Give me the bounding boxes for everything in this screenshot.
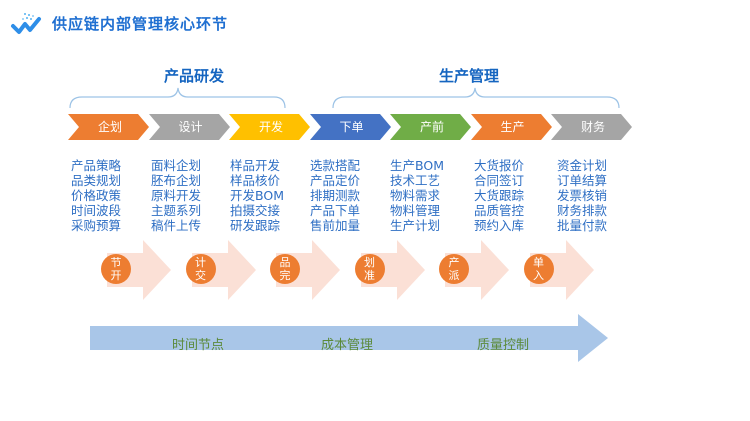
milestone-row: 节开 计交 品完 划准 产派 单入 — [0, 240, 750, 300]
milestone-char: 交 — [195, 269, 206, 282]
stage-label: 产前 — [419, 120, 444, 134]
stage-chevron: 下单 — [309, 114, 402, 140]
stage-label: 生产 — [500, 120, 525, 134]
milestone-circle: 产派 — [439, 254, 469, 284]
stage-label: 开发 — [258, 120, 283, 134]
stage-item: 生产BOM — [390, 158, 444, 173]
bottom-label-quality: 质量控制 — [477, 338, 530, 353]
chevron-shape — [229, 114, 310, 140]
group-title-production: 生产管理 — [438, 67, 499, 85]
milestone-char: 品 — [279, 256, 291, 269]
bottom-arrow — [90, 314, 608, 362]
chevron-shape — [390, 114, 471, 140]
stage-item: 样品开发 — [230, 158, 281, 173]
bracket-product-dev — [69, 87, 286, 109]
stage-label: 财务 — [580, 120, 605, 134]
stage-item: 主题系列 — [151, 203, 202, 218]
milestone-circle: 划准 — [354, 254, 385, 284]
stage-item: 技术工艺 — [390, 173, 441, 188]
stage-item: 物料管理 — [390, 203, 441, 218]
stage-item: 资金计划 — [557, 158, 608, 173]
stage-item-list: 资金计划订单结算发票核销财务排款批量付款 — [557, 158, 607, 233]
stage-chevron: 生产 — [470, 114, 563, 140]
stage-item: 大货跟踪 — [474, 188, 525, 203]
chevron-shape — [470, 114, 552, 140]
chevron-shape — [551, 114, 632, 140]
milestone-circle: 计交 — [185, 254, 216, 284]
stage-chevrons: 企划 设计 开发 下单 产前 生产 财务 — [0, 114, 750, 140]
stage-item-list: 面料企划胚布企划原料开发主题系列稿件上传 — [151, 158, 201, 233]
stage-item: 选款搭配 — [310, 158, 361, 173]
stage-item: 研发跟踪 — [230, 218, 281, 233]
brand-logo-icon — [11, 13, 41, 34]
milestone-circle: 单入 — [523, 254, 554, 284]
stage-item: 大货报价 — [474, 158, 525, 173]
stage-item: 价格政策 — [71, 188, 122, 203]
milestone-char: 准 — [364, 269, 375, 282]
stage-item: 面料企划 — [151, 158, 202, 173]
chevron-shape — [148, 114, 230, 140]
milestone-char: 入 — [533, 269, 544, 282]
stage-chevron: 设计 — [148, 114, 241, 140]
stage-item: 售前加量 — [310, 218, 361, 233]
stage-item: 批量付款 — [557, 218, 608, 233]
stage-item: 拍摄交接 — [230, 203, 281, 218]
stage-item-list: 产品策略品类规划价格政策时间波段采购预算 — [71, 158, 121, 233]
milestone-char: 完 — [279, 269, 291, 282]
stage-chevron: 财务 — [551, 114, 643, 140]
stage-label: 设计 — [178, 120, 203, 134]
stage-item: 品类规划 — [71, 173, 122, 188]
page-title: 供应链内部管理核心环节 — [52, 15, 229, 33]
stage-item: 排期测款 — [310, 188, 361, 203]
stage-chevron: 开发 — [229, 114, 321, 140]
stage-label: 企划 — [97, 120, 122, 134]
stage-item: 时间波段 — [71, 203, 122, 218]
milestone-char: 划 — [364, 256, 375, 269]
stage-item: 订单结算 — [557, 173, 608, 188]
stage-item: 生产计划 — [390, 218, 441, 233]
stage-item: 原料开发 — [151, 188, 202, 203]
stage-item: 产品下单 — [310, 203, 361, 218]
stage-item: 合同签订 — [474, 173, 525, 188]
stage-item: 发票核销 — [557, 188, 608, 203]
milestone-circle: 品完 — [270, 254, 300, 284]
stage-chevron: 产前 — [390, 114, 482, 140]
stage-item: 品质管控 — [474, 203, 525, 218]
stage-item: 开发BOM — [230, 188, 284, 203]
milestone-char: 开 — [110, 269, 122, 282]
bottom-label-cost: 成本管理 — [321, 338, 374, 353]
stage-item: 胚布企划 — [151, 173, 202, 188]
stage-item: 产品定价 — [310, 173, 361, 188]
stage-chevron: 企划 — [68, 114, 160, 140]
milestone-char: 计 — [195, 256, 206, 269]
stage-item: 稿件上传 — [151, 218, 202, 233]
milestone-char: 单 — [533, 256, 544, 269]
stage-label: 下单 — [339, 120, 364, 134]
stage-lists: 产品策略品类规划价格政策时间波段采购预算面料企划胚布企划原料开发主题系列稿件上传… — [0, 158, 750, 238]
stage-item-list: 选款搭配产品定价排期测款产品下单售前加量 — [310, 158, 360, 233]
group-title-product-dev: 产品研发 — [163, 67, 224, 85]
chevron-shape — [309, 114, 391, 140]
milestone-char: 产 — [448, 256, 460, 269]
milestone-char: 派 — [448, 269, 460, 282]
stage-item: 样品核价 — [230, 173, 281, 188]
bracket-production — [332, 87, 620, 109]
stage-item-list: 大货报价合同签订大货跟踪品质管控预约入库 — [474, 158, 524, 233]
stage-item: 产品策略 — [71, 158, 122, 173]
chevron-shape — [68, 114, 149, 140]
stage-item: 采购预算 — [71, 218, 122, 233]
stage-item: 财务排款 — [557, 203, 608, 218]
bottom-label-time: 时间节点 — [172, 338, 225, 353]
milestone-circle: 节开 — [101, 254, 131, 284]
stage-item: 预约入库 — [474, 218, 525, 233]
stage-item: 物料需求 — [390, 188, 441, 203]
milestone-char: 节 — [110, 256, 122, 269]
